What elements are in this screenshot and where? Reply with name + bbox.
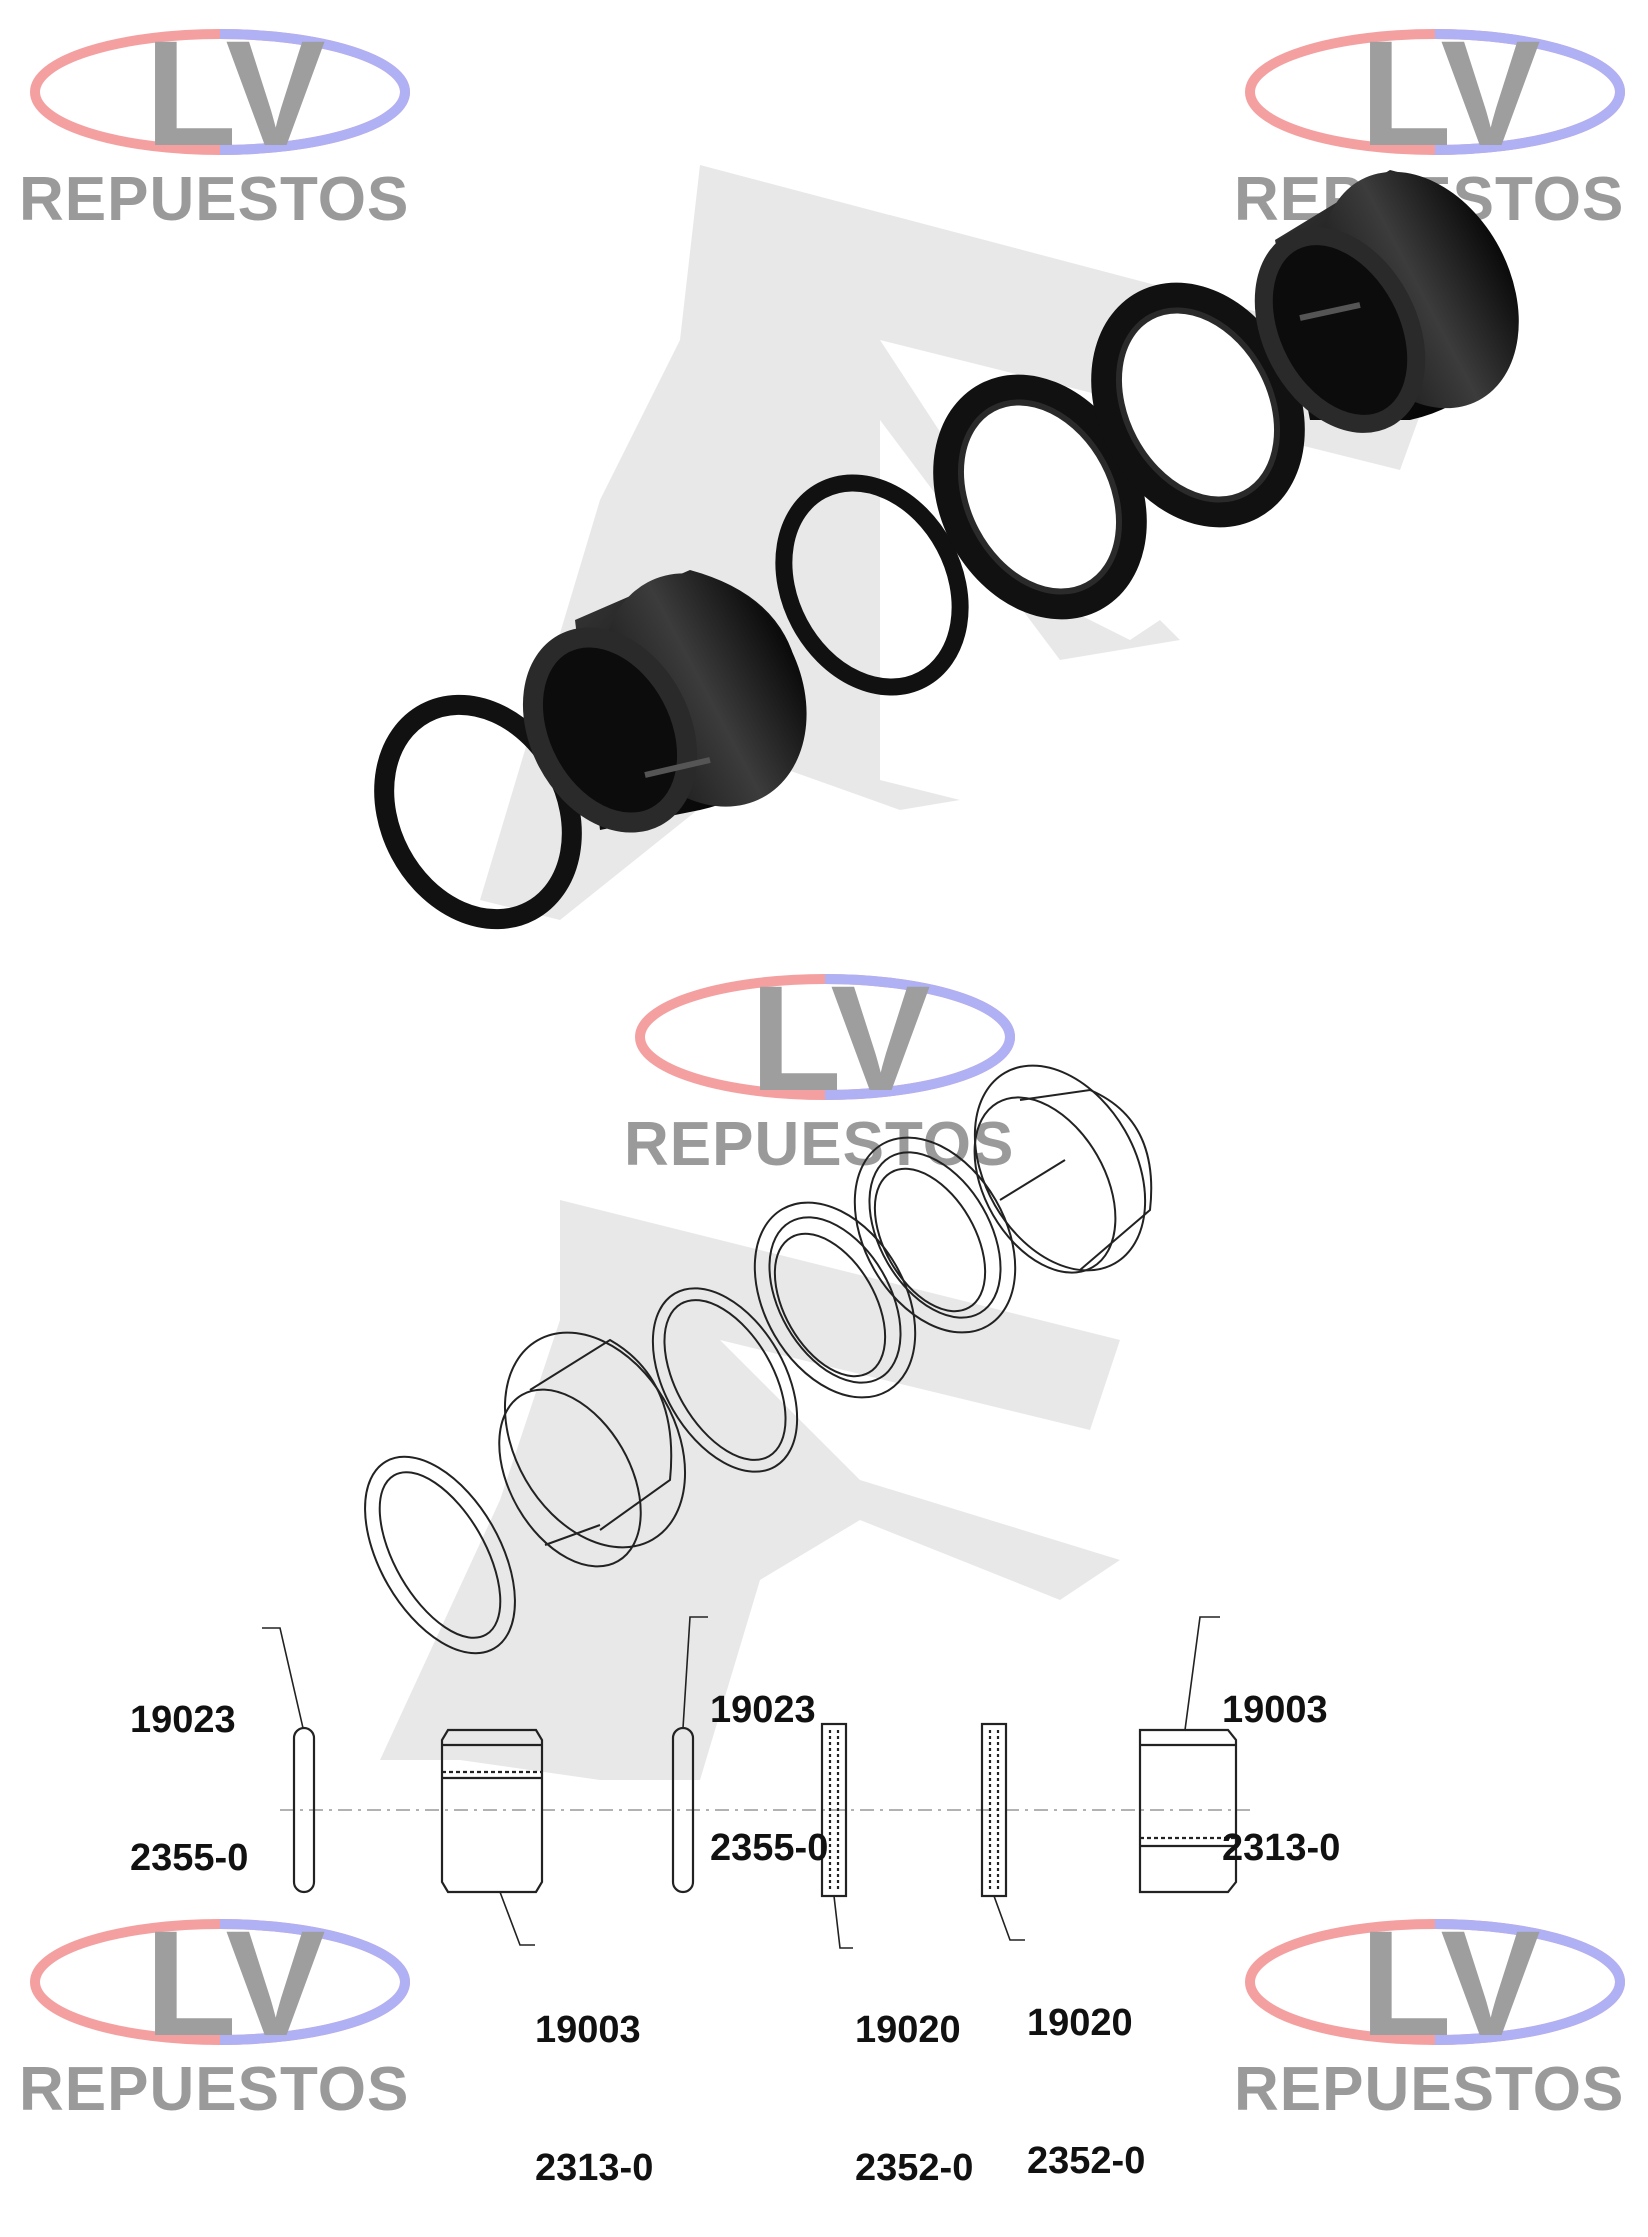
callout-part-5-ref: 2352-0 [1027,2140,1146,2182]
logo-repuestos-text: REPUESTOS [624,1110,1014,1175]
callout-part-5-number: 19020 [1027,2002,1133,2044]
render-bushing-1 [522,570,807,833]
line-seal-2 [853,1136,1017,1334]
callout-part-4-ref: 2352-0 [855,2147,974,2189]
callout-part-6-number: 19003 [1222,1689,1328,1731]
callout-part-3-ref: 2355-0 [710,1827,829,1869]
callout-part-2-number: 19003 [535,2009,641,2051]
callout-part-5: 19020 2352-0 [1027,1908,1145,2230]
logo-repuestos-text: REPUESTOS [19,165,409,230]
side-bushing-1 [440,1728,544,1894]
render-oring-2 [775,474,969,696]
callout-part-1-ref: 2355-0 [130,1837,249,1879]
side-bushing-2 [1138,1728,1238,1894]
leader-lines [262,1616,1220,1949]
logo-top-left: LV REPUESTOS [15,20,415,230]
logo-lv-text: LV [1360,1910,1541,2067]
logo-center: LV REPUESTOS [620,965,1020,1175]
logo-lv-text: LV [145,1910,326,2067]
callout-part-3: 19023 2355-0 [710,1595,828,1917]
render-bushing-2 [1254,170,1519,433]
side-oring-1 [292,1726,316,1894]
logo-bottom-left: LV REPUESTOS [15,1910,415,2120]
line-exploded-view [364,1064,1153,1655]
callout-part-4: 19020 2352-0 [855,1915,973,2237]
callout-part-4-number: 19020 [855,2009,961,2051]
logo-bottom-right: LV REPUESTOS [1230,1910,1630,2120]
render-seal-2 [1091,282,1305,528]
line-bushing-2 [973,1064,1153,1274]
logo-lv-text: LV [1360,20,1541,177]
logo-repuestos-text: REPUESTOS [19,2055,409,2120]
watermark-at-bottom [380,1200,1120,1780]
rendered-exploded-view [374,170,1519,930]
line-bushing-1 [498,1331,687,1568]
logo-repuestos-text: REPUESTOS [1234,2055,1624,2120]
callout-part-2: 19003 2313-0 [535,1915,653,2237]
line-seal-1 [753,1201,917,1399]
logo-lv-text: LV [145,20,326,177]
callout-part-1: 19023 2355-0 [130,1605,248,1927]
callout-part-6: 19003 2313-0 [1222,1595,1340,1917]
line-oring-2 [651,1287,799,1473]
callout-part-2-ref: 2313-0 [535,2147,654,2189]
callout-part-3-number: 19023 [710,1689,816,1731]
logo-lv-text: LV [750,965,931,1122]
line-oring-1 [364,1455,516,1655]
render-seal-1 [933,374,1147,620]
callout-part-6-ref: 2313-0 [1222,1827,1341,1869]
side-view-schematic [262,1616,1250,1949]
callout-part-1-number: 19023 [130,1699,236,1741]
